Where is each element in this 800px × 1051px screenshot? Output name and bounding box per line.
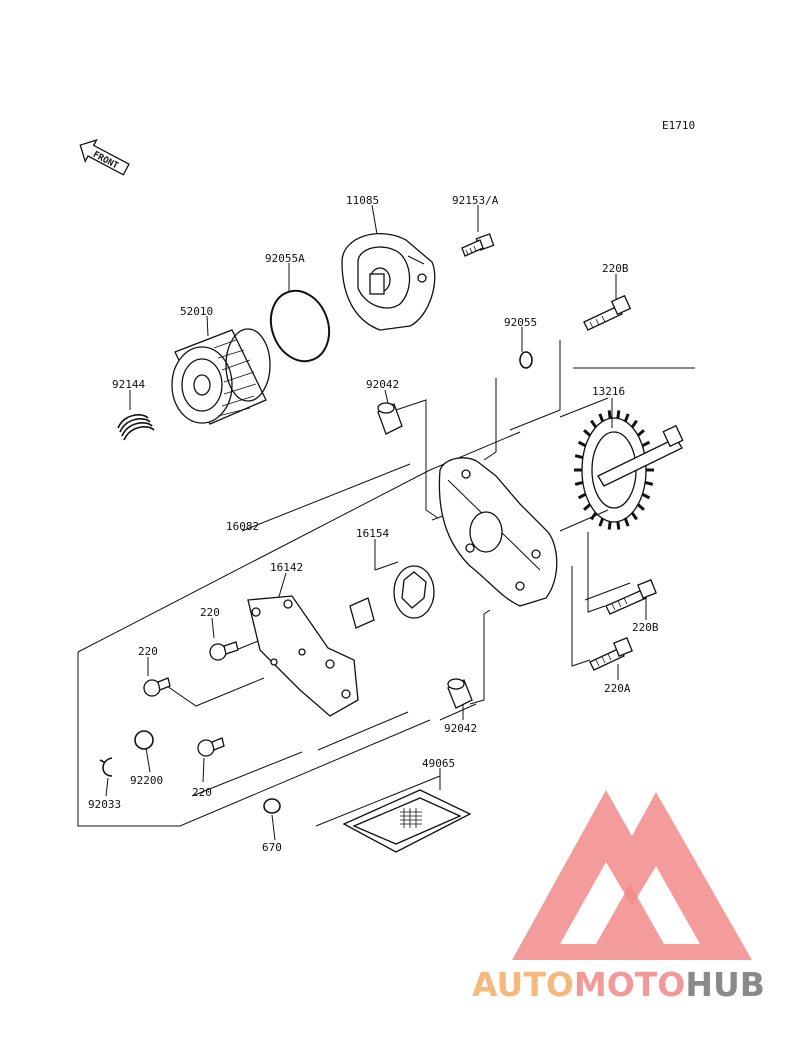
gear-tooth bbox=[607, 410, 612, 419]
oil-pump-body-part bbox=[438, 457, 558, 607]
gear-tooth bbox=[636, 503, 645, 511]
watermark-logo: AUTOMOTOHUB bbox=[472, 790, 765, 1004]
callout-92042-bottom: 92042 bbox=[444, 722, 477, 735]
callout-49065: 49065 bbox=[422, 757, 455, 770]
callout-220-c: 220 bbox=[192, 786, 212, 799]
svg-text:AUTOMOTOHUB: AUTOMOTOHUB bbox=[472, 965, 765, 1004]
oil-filter-part bbox=[171, 328, 271, 425]
screw-220-c-part bbox=[197, 737, 225, 757]
assembly-frame bbox=[77, 367, 695, 827]
gear-tooth bbox=[607, 521, 612, 530]
o-ring-92055a-part bbox=[269, 289, 331, 363]
callout-52010: 52010 bbox=[180, 305, 213, 318]
gear-tooth bbox=[590, 511, 598, 521]
dowel-pin-bottom-part bbox=[447, 678, 473, 709]
callout-92144: 92144 bbox=[112, 378, 145, 391]
oil-pump-cover-part bbox=[341, 233, 436, 331]
dowel-pin-top-part bbox=[377, 402, 403, 435]
callout-92200: 92200 bbox=[130, 774, 163, 787]
gear-tooth bbox=[641, 440, 651, 448]
gear-tooth bbox=[616, 521, 621, 530]
o-ring-92055-part bbox=[519, 351, 533, 369]
washer-part bbox=[134, 730, 154, 750]
watermark-triangle-icon bbox=[512, 790, 752, 960]
o-ring-670-part bbox=[263, 798, 281, 814]
gear-tooth bbox=[623, 413, 630, 422]
pump-plate-part bbox=[247, 595, 359, 717]
gear-tooth bbox=[616, 410, 621, 419]
callout-92055: 92055 bbox=[504, 316, 537, 329]
callout-670: 670 bbox=[262, 841, 282, 854]
gear-tooth bbox=[644, 480, 654, 486]
callout-16082: 16082 bbox=[226, 520, 259, 533]
gear-tooth bbox=[590, 419, 598, 429]
gear-part bbox=[574, 410, 684, 530]
bolt-220b-right-part bbox=[605, 579, 657, 615]
callout-220-a: 220 bbox=[200, 606, 220, 619]
bolt-92153-part bbox=[461, 233, 495, 257]
circlip-part bbox=[99, 757, 113, 777]
gear-tooth bbox=[583, 429, 592, 437]
callout-220b-right: 220B bbox=[632, 621, 659, 634]
callout-92033: 92033 bbox=[88, 798, 121, 811]
callout-92042-top: 92042 bbox=[366, 378, 399, 391]
gear-tooth bbox=[636, 429, 645, 437]
gear-tooth bbox=[598, 518, 605, 527]
gear-tooth bbox=[574, 454, 584, 460]
callout-92153a: 92153/A bbox=[452, 194, 499, 207]
gear-tooth bbox=[641, 492, 651, 500]
callout-labels: 11085 92153/A 92055A 220B 52010 92055 92… bbox=[88, 194, 659, 854]
front-arrow-icon: FRONT bbox=[79, 139, 130, 176]
watermark-hub: HUB bbox=[685, 965, 765, 1004]
screw-220-a-part bbox=[209, 641, 239, 661]
gear-tooth bbox=[630, 511, 638, 521]
rotor-part bbox=[349, 565, 435, 629]
watermark-moto: MOTO bbox=[574, 965, 685, 1004]
callout-13216: 13216 bbox=[592, 385, 625, 398]
callout-16154: 16154 bbox=[356, 527, 389, 540]
callout-92055a: 92055A bbox=[265, 252, 305, 265]
gear-tooth bbox=[598, 413, 605, 422]
watermark-auto: AUTO bbox=[472, 965, 574, 1004]
callout-220a: 220A bbox=[604, 682, 631, 695]
gear-tooth bbox=[577, 440, 587, 448]
callout-16142: 16142 bbox=[270, 561, 303, 574]
callout-220-b: 220 bbox=[138, 645, 158, 658]
gear-tooth bbox=[583, 503, 592, 511]
gear-tooth bbox=[577, 492, 587, 500]
callout-11085: 11085 bbox=[346, 194, 379, 207]
spring-part bbox=[117, 414, 155, 441]
gear-tooth bbox=[630, 419, 638, 429]
gear-tooth bbox=[623, 518, 630, 527]
gear-tooth bbox=[574, 480, 584, 486]
bolt-220a-part bbox=[589, 637, 633, 671]
bolt-220b-top-part bbox=[583, 294, 632, 331]
oil-screen-part bbox=[342, 789, 472, 853]
figure-code: E1710 bbox=[662, 119, 695, 132]
screw-220-b-part bbox=[143, 677, 171, 697]
callout-220b-top: 220B bbox=[602, 262, 629, 275]
